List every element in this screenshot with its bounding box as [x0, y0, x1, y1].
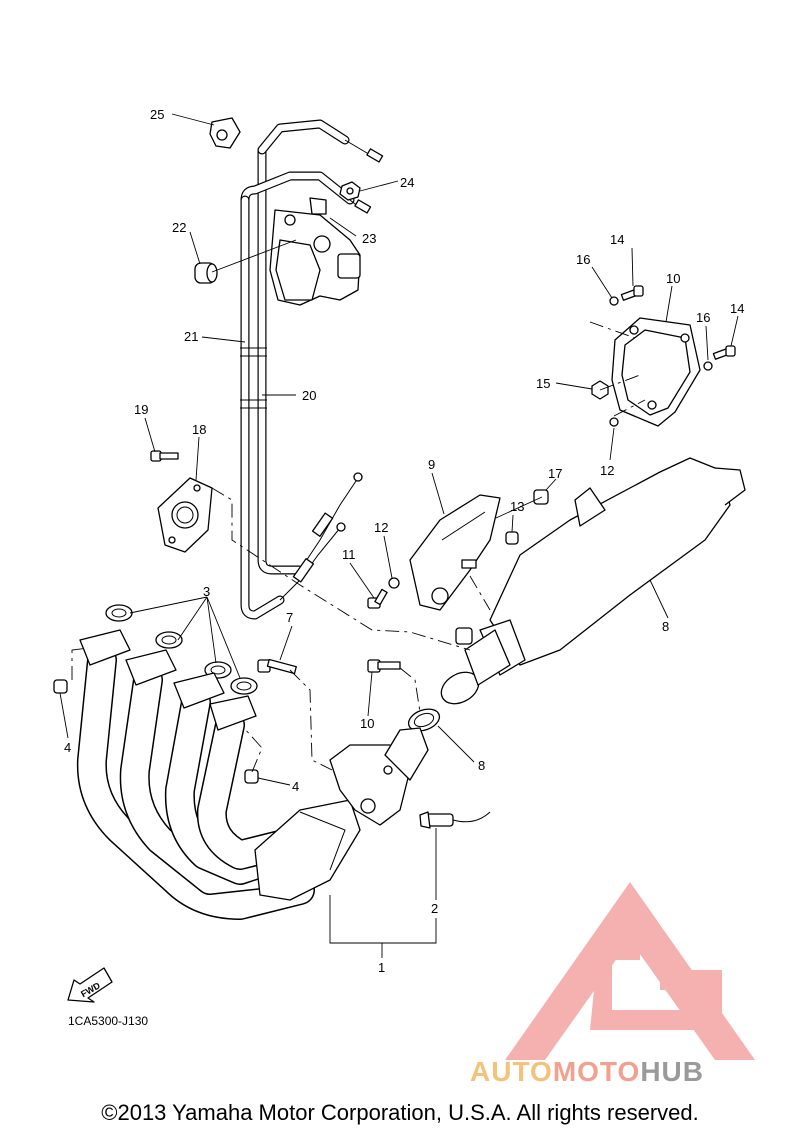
bolt-5 [257, 658, 297, 675]
heat-cover-10 [611, 317, 701, 427]
callout-8: 10 [360, 716, 374, 731]
watermark-part-auto: AUTO [470, 1056, 553, 1087]
muffler-6 [440, 457, 746, 705]
bolt-14-right [712, 345, 736, 360]
callout-4-left: 4 [64, 740, 71, 755]
callout-4-right: 4 [292, 779, 299, 794]
callout-9: 9 [428, 457, 435, 472]
callout-14-top: 14 [610, 232, 624, 247]
callout-12-right: 12 [600, 463, 614, 478]
damper-13 [505, 531, 519, 545]
nut-24 [339, 181, 361, 201]
watermark-part-moto: MOTO [552, 1056, 641, 1087]
washer-12-left [388, 577, 400, 589]
washer-16-top [609, 296, 619, 306]
bolt-19 [150, 450, 179, 462]
servo-motor-23 [269, 197, 361, 306]
diagram-code: 1CA5300-J130 [68, 1014, 149, 1028]
washer-12-right [609, 417, 619, 427]
leader-lines [59, 113, 739, 958]
callout-12-left: 12 [374, 520, 388, 535]
callout-2: 2 [431, 901, 438, 916]
callout-3: 3 [203, 584, 210, 599]
bracket-18 [157, 477, 213, 553]
cable-assembly-20-21 [240, 119, 384, 620]
watermark-logo-icon [505, 882, 755, 1060]
callout-18: 18 [192, 422, 206, 437]
callout-10: 10 [666, 271, 680, 286]
bolt-8 [367, 659, 401, 673]
callout-16-top: 16 [576, 252, 590, 267]
watermark-text: AUTOMOTOHUB [470, 1056, 704, 1088]
callout-numbers: 25 24 23 22 21 20 19 18 14 16 10 14 16 1… [64, 107, 744, 975]
nut-4-right [244, 769, 259, 784]
callout-16-right: 16 [696, 310, 710, 325]
callout-1: 1 [378, 960, 385, 975]
gasket-7 [407, 708, 441, 732]
callout-7: 8 [478, 758, 485, 773]
fwd-arrow-icon: FWD [67, 967, 113, 1003]
callout-23: 23 [362, 231, 376, 246]
copyright-notice: ©2013 Yamaha Motor Corporation, U.S.A. A… [101, 1100, 699, 1125]
callout-24: 24 [400, 175, 414, 190]
nut-4-left [53, 679, 68, 694]
callout-20: 20 [302, 388, 316, 403]
clamp-25 [209, 117, 241, 149]
callout-13: 13 [510, 499, 524, 514]
grommet-22 [194, 262, 218, 284]
bolt-11 [367, 588, 388, 609]
o2-sensor-2 [419, 811, 491, 829]
callout-11: 11 [342, 547, 356, 562]
callout-5: 7 [286, 610, 293, 625]
callout-22: 22 [172, 220, 186, 235]
muffler-protector-9 [409, 494, 501, 611]
callout-19: 19 [134, 402, 148, 417]
callout-21: 21 [184, 329, 198, 344]
callout-17: 17 [548, 466, 562, 481]
bolt-14-top [620, 285, 644, 301]
watermark-part-hub: HUB [640, 1056, 704, 1087]
callout-25: 25 [150, 107, 164, 122]
washer-16-right [703, 361, 713, 371]
connection-lines [71, 321, 646, 773]
callout-6: 8 [662, 619, 669, 634]
exhaust-header-1 [76, 629, 429, 920]
callout-15: 15 [536, 376, 550, 391]
callout-14-right: 14 [730, 301, 744, 316]
